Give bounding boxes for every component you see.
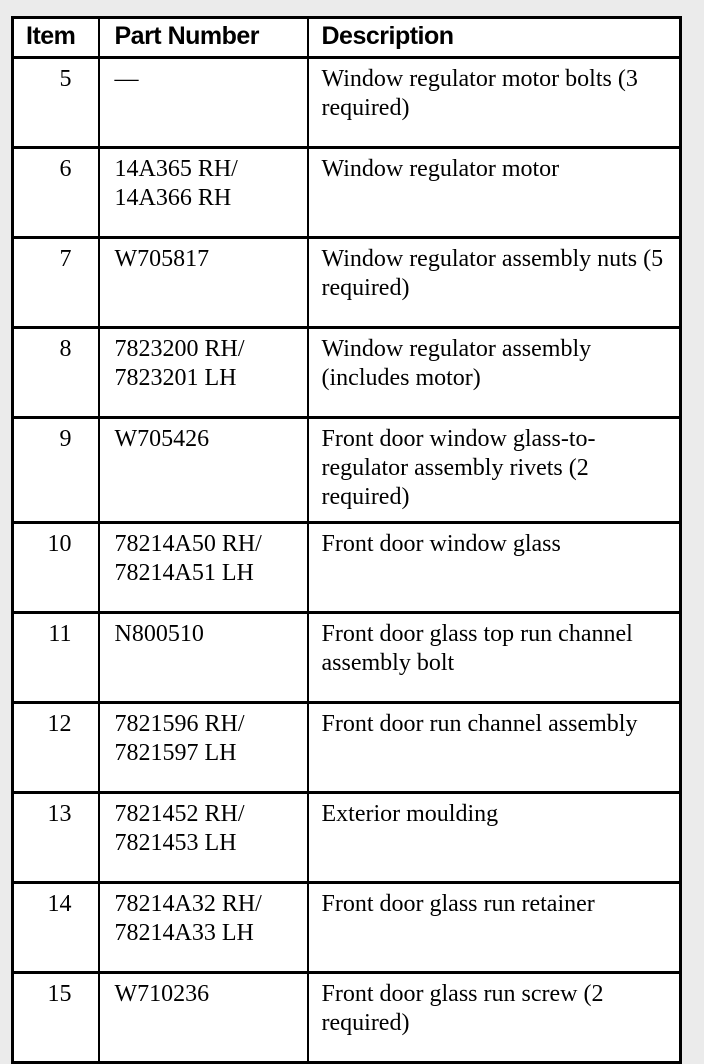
table-row: 12 7821596 RH/ 7821597 LH Front door run… [12, 701, 681, 793]
cell-part-number: W705817 [98, 236, 309, 328]
column-header-item: Item [12, 17, 100, 59]
cell-part-number: 7821452 RH/ 7821453 LH [98, 791, 309, 883]
cell-description: Front door glass run retainer [307, 881, 681, 973]
cell-part-number: — [98, 57, 309, 148]
table-row: 9 W705426 Front door window glass-to-reg… [12, 415, 681, 523]
cell-part-number: 14A365 RH/ 14A366 RH [98, 146, 309, 238]
table-row: 15 W710236 Front door glass run screw (2… [12, 971, 681, 1063]
column-header-part-number: Part Number [98, 17, 309, 59]
cell-item: 6 [12, 146, 100, 238]
cell-item: 12 [12, 701, 100, 793]
table-row: 8 7823200 RH/ 7823201 LH Window regulato… [12, 326, 681, 418]
cell-part-number: W705426 [98, 415, 309, 523]
table-row: 11 N800510 Front door glass top run chan… [12, 611, 681, 703]
table-row: 5 — Window regulator motor bolts (3 requ… [12, 57, 681, 148]
cell-item: 5 [12, 57, 100, 148]
cell-item: 10 [12, 521, 100, 613]
cell-description: Front door window glass [307, 521, 681, 613]
cell-item: 7 [12, 236, 100, 328]
cell-item: 11 [12, 611, 100, 703]
cell-description: Window regulator assembly (includes moto… [307, 326, 681, 418]
table-row: 13 7821452 RH/ 7821453 LH Exterior mould… [12, 791, 681, 883]
cell-part-number: 78214A50 RH/ 78214A51 LH [98, 521, 309, 613]
cell-description: Window regulator motor [307, 146, 681, 238]
table-row: 7 W705817 Window regulator assembly nuts… [12, 236, 681, 328]
cell-description: Exterior moulding [307, 791, 681, 883]
cell-part-number: 7821596 RH/ 7821597 LH [98, 701, 309, 793]
cell-part-number: 7823200 RH/ 7823201 LH [98, 326, 309, 418]
cell-item: 8 [12, 326, 100, 418]
cell-item: 15 [12, 971, 100, 1063]
column-header-description: Description [307, 17, 681, 59]
parts-list-table: Item Part Number Description 5 — Window … [11, 16, 682, 1064]
cell-part-number: 78214A32 RH/ 78214A33 LH [98, 881, 309, 973]
cell-item: 9 [12, 415, 100, 523]
cell-description: Window regulator assembly nuts (5 requir… [307, 236, 681, 328]
cell-part-number: W710236 [98, 971, 309, 1063]
cell-description: Window regulator motor bolts (3 required… [307, 57, 681, 148]
table-body: 5 — Window regulator motor bolts (3 requ… [12, 57, 681, 1063]
cell-item: 13 [12, 791, 100, 883]
table-header-row: Item Part Number Description [12, 17, 681, 59]
cell-description: Front door run channel assembly [307, 701, 681, 793]
cell-part-number: N800510 [98, 611, 309, 703]
table-row: 14 78214A32 RH/ 78214A33 LH Front door g… [12, 881, 681, 973]
cell-description: Front door glass top run channel assembl… [307, 611, 681, 703]
document-page: Item Part Number Description 5 — Window … [11, 16, 682, 1064]
cell-item: 14 [12, 881, 100, 973]
cell-description: Front door glass run screw (2 required) [307, 971, 681, 1063]
table-header: Item Part Number Description [12, 17, 681, 59]
table-row: 10 78214A50 RH/ 78214A51 LH Front door w… [12, 521, 681, 613]
table-row: 6 14A365 RH/ 14A366 RH Window regulator … [12, 146, 681, 238]
cell-description: Front door window glass-to-regulator ass… [307, 415, 681, 523]
